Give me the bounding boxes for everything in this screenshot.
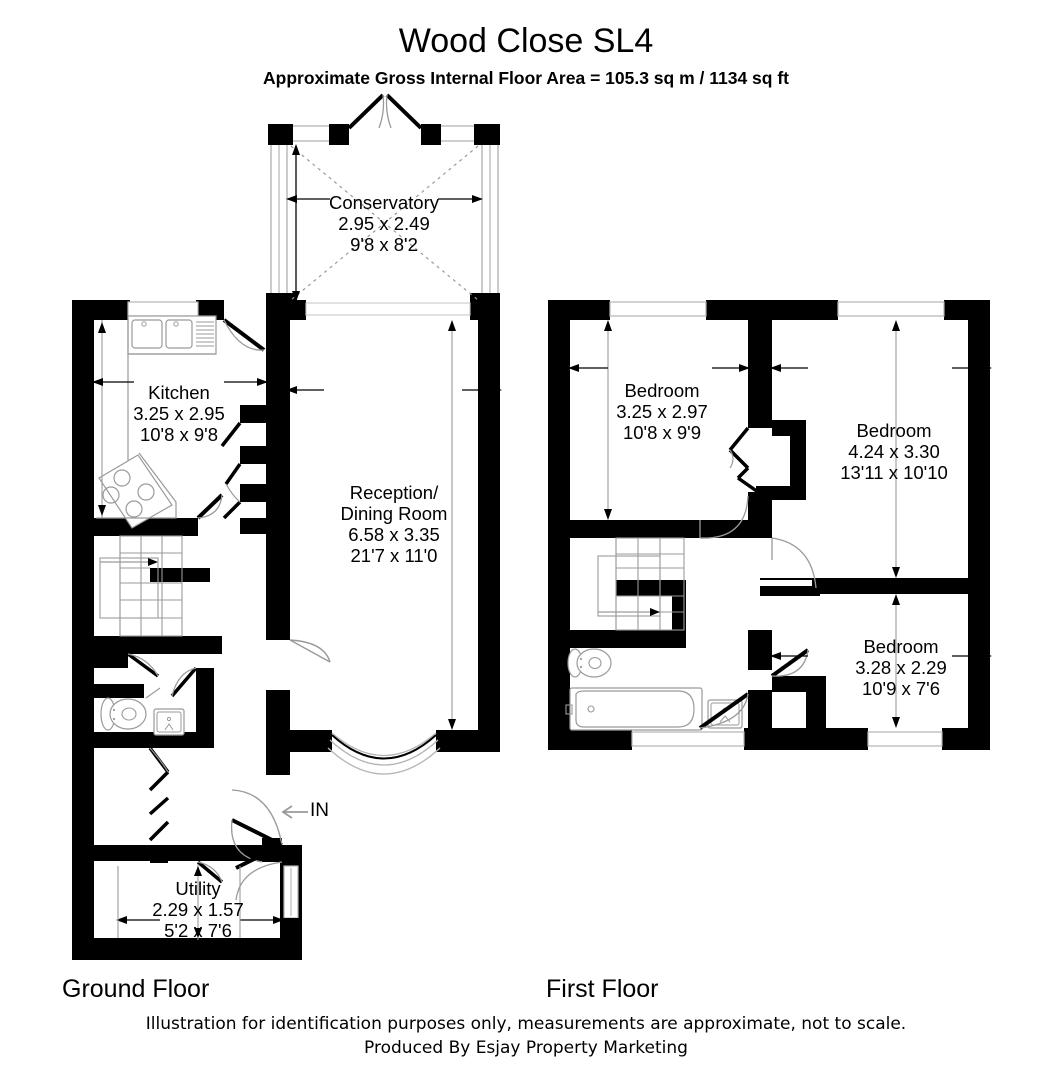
disclaimer-text: Illustration for identification purposes… xyxy=(145,1014,907,1034)
bedroom2-name: Bedroom xyxy=(856,420,932,441)
kitchen-sink-icon xyxy=(127,315,217,518)
staircase-first-icon xyxy=(597,537,685,631)
kitchen-metric: 3.25 x 2.95 xyxy=(133,403,225,424)
bedroom3-name: Bedroom xyxy=(863,636,939,657)
kitchen-imperial: 10'8 x 9'8 xyxy=(139,424,219,445)
bedroom1-imperial: 10'8 x 9'9 xyxy=(622,422,702,443)
room-label-conservatory: Conservatory 2.95 x 2.49 9'8 x 8'2 xyxy=(284,192,484,255)
producer-text: Produced By Esjay Property Marketing xyxy=(364,1038,688,1058)
kitchen-dimensions xyxy=(92,320,268,518)
room-label-bedroom-1: Bedroom 3.25 x 2.97 10'8 x 9'9 xyxy=(584,380,740,443)
reception-metric: 6.58 x 3.35 xyxy=(348,524,440,545)
room-label-reception-dining: Reception/ Dining Room 6.58 x 3.35 21'7 … xyxy=(296,482,492,566)
first-floor-dimensions xyxy=(568,320,992,728)
bedroom1-metric: 3.25 x 2.97 xyxy=(616,401,708,422)
wc-toilet-icon xyxy=(100,697,147,731)
first-floor-doors xyxy=(698,426,817,730)
reception-dimensions xyxy=(286,320,502,730)
bathroom-toilet-icon xyxy=(567,648,612,678)
reception-name-line2: Dining Room xyxy=(340,503,448,524)
bathroom-basin-icon xyxy=(707,699,743,729)
utility-metric: 2.29 x 1.57 xyxy=(152,899,244,920)
bedroom3-metric: 3.28 x 2.29 xyxy=(855,657,947,678)
room-label-utility: Utility 2.29 x 1.57 5'2 x 7'6 xyxy=(122,878,274,941)
bedroom1-name: Bedroom xyxy=(624,380,700,401)
staircase-ground-icon xyxy=(99,535,183,637)
conservatory-imperial: 9'8 x 8'2 xyxy=(350,234,418,255)
conservatory-name: Conservatory xyxy=(328,192,439,213)
bathroom-bath-icon xyxy=(565,687,703,731)
ground-floor-doors xyxy=(126,318,331,901)
kitchen-hob-icon xyxy=(96,452,177,529)
room-label-bedroom-3: Bedroom 3.28 x 2.29 10'9 x 7'6 xyxy=(818,636,984,699)
room-label-kitchen: Kitchen 3.25 x 2.95 10'8 x 9'8 xyxy=(100,382,258,445)
utility-dimensions xyxy=(116,864,284,940)
bedroom2-metric: 4.24 x 3.30 xyxy=(848,441,940,462)
entrance-label: IN xyxy=(310,800,329,821)
room-label-bedroom-2: Bedroom 4.24 x 3.30 13'11 x 10'10 xyxy=(804,420,984,483)
entrance-arrow-icon xyxy=(281,805,308,819)
ground-floor-walls xyxy=(72,300,500,960)
page-title: Wood Close SL4 xyxy=(398,22,654,60)
utility-name: Utility xyxy=(175,878,221,899)
floor-area-text: Approximate Gross Internal Floor Area = … xyxy=(263,68,789,88)
wc-basin-icon xyxy=(153,708,185,736)
utility-imperial: 5'2 x 7'6 xyxy=(164,920,232,941)
kitchen-name: Kitchen xyxy=(148,382,210,403)
conservatory-structure xyxy=(266,93,500,315)
ground-floor-caption: Ground Floor xyxy=(62,975,210,1003)
bedroom3-imperial: 10'9 x 7'6 xyxy=(861,678,941,699)
bedroom2-imperial: 13'11 x 10'10 xyxy=(840,462,948,483)
first-floor-caption: First Floor xyxy=(546,975,659,1003)
reception-imperial: 21'7 x 11'0 xyxy=(350,545,438,566)
conservatory-metric: 2.95 x 2.49 xyxy=(338,213,430,234)
reception-name-line1: Reception/ xyxy=(349,482,439,503)
first-floor-walls xyxy=(548,300,990,750)
